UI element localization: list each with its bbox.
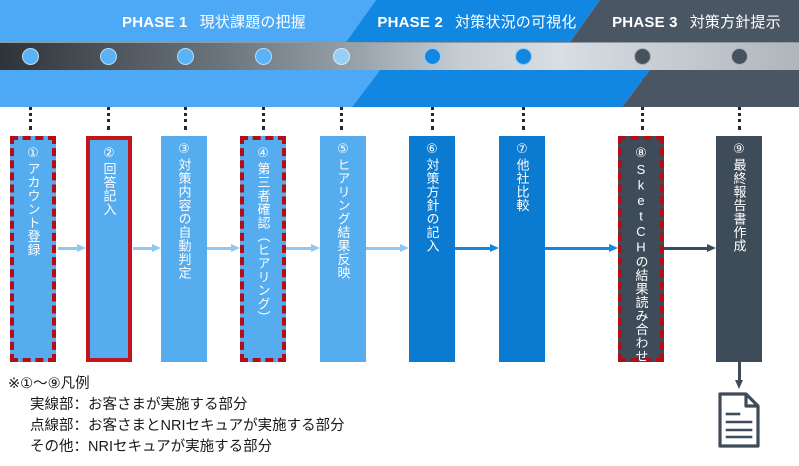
process-step-3[interactable]: ③ 対策内容の自動判定	[161, 136, 207, 362]
connector-arrow-2-to-3	[133, 244, 161, 252]
timeline-milestone-2	[100, 48, 117, 65]
process-step-8-number: ⑧	[635, 145, 647, 160]
process-step-8[interactable]: ⑧ SketCHの結果読み合わせ	[618, 136, 664, 363]
process-step-1-number: ①	[27, 145, 39, 160]
process-step-1[interactable]: ① アカウント登録	[10, 136, 56, 362]
phase-3-label: PHASE 3 対策方針提示	[612, 11, 781, 32]
phase-2-subtitle: 対策状況の可視化	[454, 13, 577, 31]
arrow-head	[707, 244, 716, 252]
phase-1-name: PHASE 1	[122, 13, 188, 31]
legend-item-dashed: 点線部：お客さまとNRIセキュアが実施する部分	[30, 418, 345, 434]
phase-band-1	[0, 70, 380, 107]
process-step-2[interactable]: ② 回答記入	[86, 136, 132, 362]
timeline-milestone-8	[634, 48, 651, 65]
arrow-shaft	[455, 247, 491, 250]
arrow-shaft	[664, 247, 708, 250]
arrow-shaft	[58, 247, 78, 250]
timeline-rail	[0, 42, 799, 72]
timeline-milestone-9	[731, 48, 748, 65]
timeline-milestone-4	[255, 48, 272, 65]
phase-banner-segment-3: PHASE 3 対策方針提示	[570, 0, 799, 42]
arrow-head	[490, 244, 499, 252]
legend-heading: ※①～⑨凡例	[8, 376, 90, 392]
process-step-6-label: 対策方針の記入	[424, 158, 440, 253]
timeline-milestone-6	[424, 48, 441, 65]
arrow-head	[77, 244, 86, 252]
phase-2-label: PHASE 2 対策状況の可視化	[377, 11, 576, 32]
arrow-head	[231, 244, 240, 252]
process-step-6-number: ⑥	[426, 141, 438, 156]
process-step-9[interactable]: ⑨ 最終報告書作成	[716, 136, 762, 362]
phase-banner-segment-2: PHASE 2 対策状況の可視化	[346, 0, 600, 42]
arrow-head	[609, 244, 618, 252]
connector-arrow-5-to-6	[366, 244, 409, 252]
connector-arrow-1-to-2	[58, 244, 86, 252]
connector-arrow-8-to-9	[664, 244, 716, 252]
phase-banner: PHASE 1 現状課題の把握 PHASE 2 対策状況の可視化 PHASE 3 対策…	[0, 0, 799, 42]
process-step-5-label: ヒアリング結果反映	[335, 158, 351, 280]
connector-arrow-7-to-8	[545, 244, 618, 252]
phase-band-2	[352, 70, 650, 107]
phase-banner-segment-1: PHASE 1 現状課題の把握	[0, 0, 376, 42]
deliverable-arrow-shaft	[737, 362, 741, 381]
process-step-5-number: ⑤	[337, 141, 349, 156]
deliverable-arrow-head	[735, 380, 743, 389]
process-step-4-label: 第三者確認（ヒアリング）	[255, 162, 271, 324]
timeline-milestone-5	[333, 48, 350, 65]
arrow-shaft	[366, 247, 401, 250]
process-step-2-number: ②	[103, 145, 115, 160]
process-step-4[interactable]: ④ 第三者確認（ヒアリング）	[240, 136, 286, 362]
deliverable-arrow	[735, 362, 743, 389]
arrow-head	[400, 244, 409, 252]
legend: ※①～⑨凡例 実線部：お客さまが実施する部分 点線部：お客さまとNRIセキュアが…	[8, 374, 345, 458]
process-step-4-number: ④	[257, 145, 269, 160]
phase-3-subtitle: 対策方針提示	[689, 13, 781, 31]
timeline-milestone-1	[22, 48, 39, 65]
phase-1-subtitle: 現状課題の把握	[199, 13, 306, 31]
process-step-6[interactable]: ⑥ 対策方針の記入	[409, 136, 455, 362]
process-step-1-label: アカウント登録	[25, 162, 41, 257]
timeline-milestone-3	[177, 48, 194, 65]
connector-arrow-4-to-5	[286, 244, 320, 252]
phase-2-name: PHASE 2	[377, 13, 443, 31]
process-step-7[interactable]: ⑦ 他社比較	[499, 136, 545, 362]
phase-3-name: PHASE 3	[612, 13, 678, 31]
process-step-9-number: ⑨	[733, 141, 745, 156]
process-step-7-label: 他社比較	[514, 158, 530, 212]
legend-item-solid: 実線部：お客さまが実施する部分	[30, 397, 248, 413]
process-step-2-label: 回答記入	[101, 162, 117, 216]
arrow-shaft	[286, 247, 312, 250]
process-step-3-number: ③	[178, 141, 190, 156]
connector-arrow-3-to-4	[207, 244, 240, 252]
process-step-9-label: 最終報告書作成	[731, 158, 747, 253]
connector-arrow-6-to-7	[455, 244, 499, 252]
arrow-shaft	[133, 247, 153, 250]
phase-1-label: PHASE 1 現状課題の把握	[122, 11, 306, 32]
arrow-head	[311, 244, 320, 252]
process-step-3-label: 対策内容の自動判定	[176, 158, 192, 280]
arrow-shaft	[207, 247, 232, 250]
arrow-head	[152, 244, 161, 252]
document-report-icon	[717, 392, 761, 448]
phase-band-3	[622, 70, 799, 107]
process-step-7-number: ⑦	[516, 141, 528, 156]
process-step-5[interactable]: ⑤ ヒアリング結果反映	[320, 136, 366, 362]
legend-item-other: その他：NRIセキュアが実施する部分	[30, 439, 273, 455]
process-step-8-label: SketCHの結果読み合わせ	[633, 162, 649, 363]
timeline-milestone-7	[515, 48, 532, 65]
arrow-shaft	[545, 247, 610, 250]
